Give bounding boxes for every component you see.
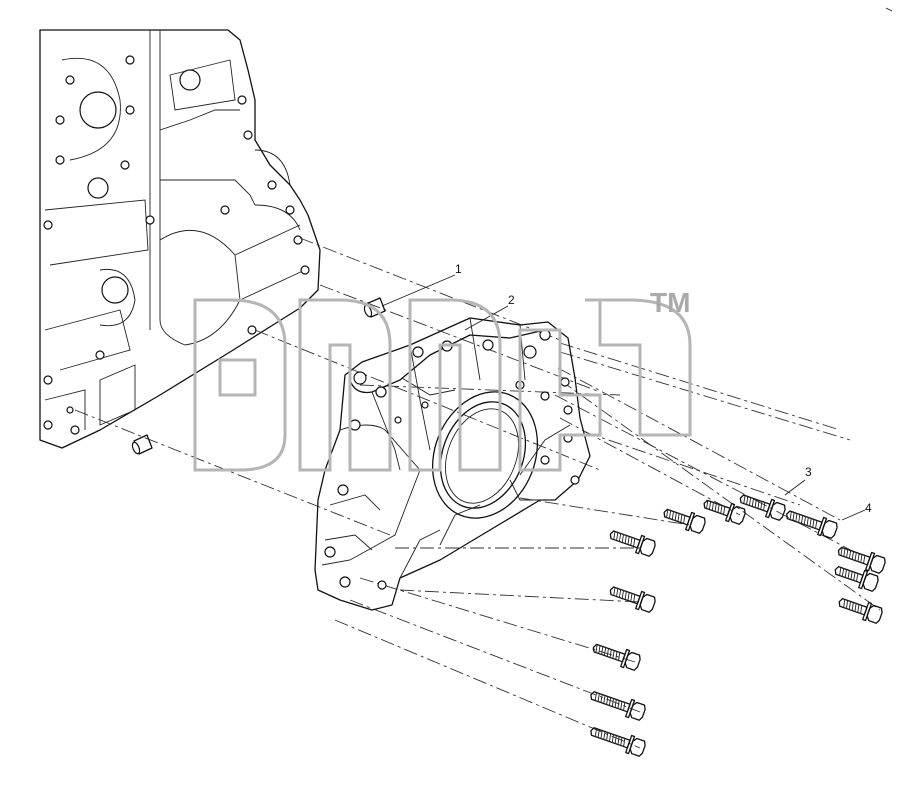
- dowel-pin-lower: [131, 434, 153, 455]
- bolts: [590, 494, 886, 757]
- bolt: [834, 566, 879, 592]
- callout-3: 3: [784, 465, 812, 496]
- corner-mark: [885, 7, 893, 12]
- bolt: [609, 586, 656, 613]
- assembly-centerlines: [74, 237, 881, 749]
- bolt: [786, 510, 838, 539]
- dowel-pin-upper: [363, 297, 386, 318]
- bolt: [590, 691, 646, 721]
- trademark-symbol: TM: [650, 287, 690, 318]
- bolt: [838, 598, 883, 624]
- bolt: [837, 546, 886, 574]
- callout-1: 1: [381, 262, 462, 307]
- bolt: [590, 727, 646, 757]
- callout-2-label: 2: [508, 293, 515, 307]
- bolt: [663, 508, 706, 534]
- callout-3-label: 3: [805, 465, 812, 479]
- bolt: [609, 530, 656, 557]
- engine-block: [39, 29, 321, 449]
- bolt: [703, 499, 746, 525]
- flywheel-housing: [314, 317, 591, 611]
- bolt: [739, 494, 786, 521]
- watermark-logo: TM: [193, 287, 692, 472]
- callout-1-label: 1: [455, 262, 462, 276]
- callout-4: 4: [841, 501, 872, 521]
- bolt: [592, 643, 641, 671]
- callout-2: 2: [464, 293, 515, 331]
- callout-4-label: 4: [865, 501, 872, 515]
